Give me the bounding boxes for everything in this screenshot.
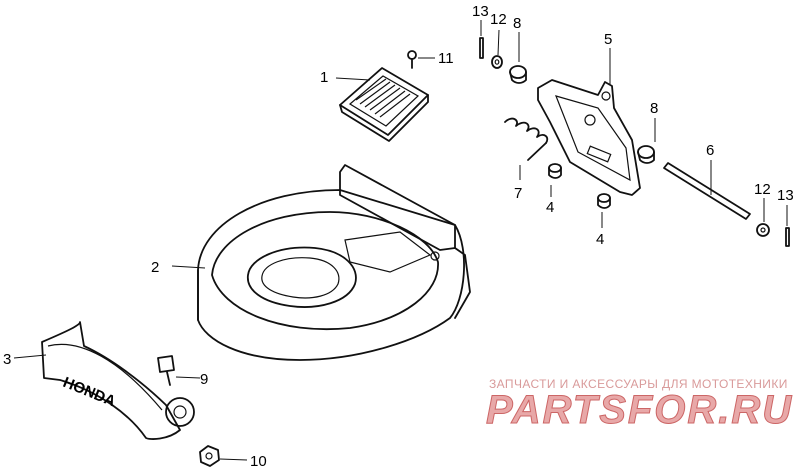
adjust-bracket (537, 48, 641, 196)
roller-lower (597, 193, 611, 228)
washer-left (491, 29, 503, 69)
part-label-12b: 12 (754, 181, 771, 198)
roller-upper (548, 163, 562, 197)
part-label-6: 6 (706, 142, 714, 159)
hex-nut (199, 445, 248, 467)
part-label-9: 9 (200, 371, 208, 388)
bushing-left (509, 32, 527, 84)
part-label-13a: 13 (472, 3, 489, 20)
watermark-logo: PARTSFOR.RU (485, 388, 794, 433)
part-number-labels: 1 2 3 4 4 5 6 7 8 8 9 10 11 12 12 13 13 (3, 3, 794, 470)
bushing-right (637, 118, 656, 164)
return-spring (504, 117, 549, 180)
watermark-subtitle: ЗАПЧАСТИ И АКСЕССУАРЫ ДЛЯ МОТОТЕХНИКИ (489, 377, 788, 391)
part-label-3: 3 (3, 351, 11, 368)
part-label-12a: 12 (490, 11, 507, 28)
screw (407, 50, 417, 69)
part-label-2: 2 (151, 259, 159, 276)
cotter-pin-left (479, 20, 484, 59)
grille-cover (339, 67, 429, 142)
part-label-11: 11 (438, 50, 454, 67)
part-label-8a: 8 (513, 15, 521, 32)
front-bumper: HONDA (13, 321, 195, 440)
washer-right (756, 198, 770, 237)
part-label-5: 5 (604, 31, 612, 48)
cotter-pin-right (785, 205, 790, 247)
part-label-4a: 4 (546, 199, 554, 216)
part-label-1: 1 (320, 69, 328, 86)
part-label-10: 10 (250, 453, 267, 470)
axle-rod (663, 160, 751, 220)
part-label-4b: 4 (596, 231, 604, 248)
part-label-8b: 8 (650, 100, 658, 117)
mower-deck (171, 164, 471, 361)
part-label-7: 7 (514, 185, 522, 202)
handle-emboss: HONDA (61, 374, 119, 410)
part-label-13b: 13 (777, 187, 794, 204)
wheel-bolt (157, 355, 201, 386)
